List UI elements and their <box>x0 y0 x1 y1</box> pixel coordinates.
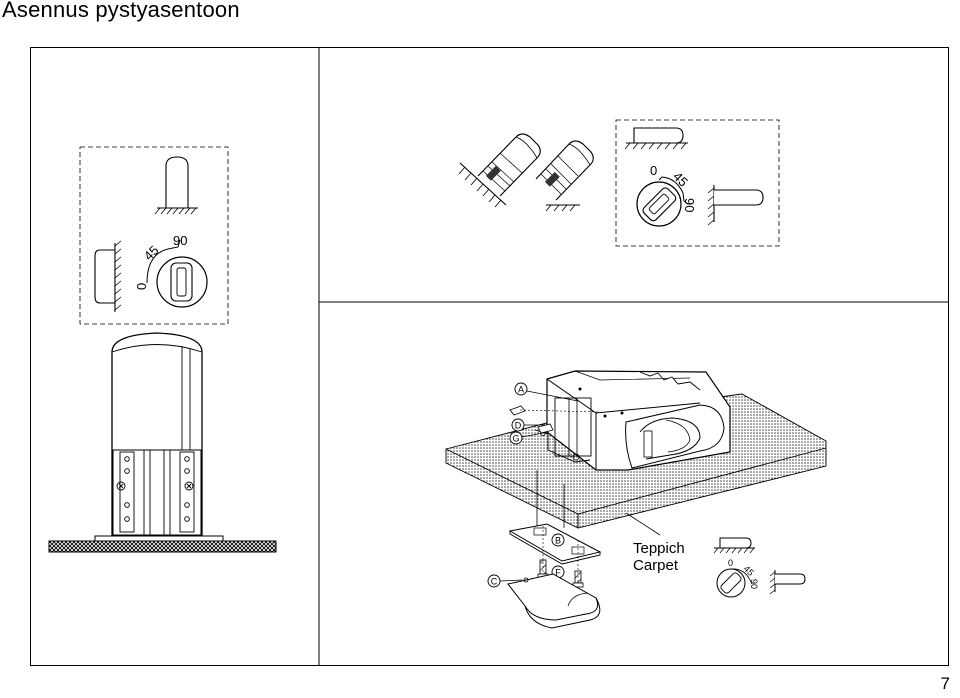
left-dial-label-0: 0 <box>134 283 149 290</box>
bottom-dial-label-90: 90 <box>749 579 759 589</box>
svg-text:G: G <box>512 434 519 444</box>
svg-text:C: C <box>491 577 498 587</box>
svg-text:B: B <box>555 536 561 546</box>
callout-a: A <box>509 382 601 416</box>
callout-b: B <box>551 533 565 547</box>
upright-unit <box>48 332 277 553</box>
svg-text:F: F <box>555 568 561 578</box>
top-right-panel: 0 45 90 <box>458 119 780 247</box>
carpet-label-de: Teppich <box>633 540 685 557</box>
page-title: Asennus pystyasentoon <box>2 0 240 22</box>
callout-g: G <box>509 423 554 445</box>
left-orientation-inset: 0 45 90 <box>79 146 229 325</box>
bottom-dial-label-0: 0 <box>728 558 733 568</box>
svg-text:A: A <box>518 385 524 395</box>
page-number: 7 <box>940 674 950 693</box>
callout-c: C <box>487 574 523 588</box>
tilted-unit-floor <box>535 140 594 212</box>
svg-text:D: D <box>515 421 522 431</box>
bottom-dial-label-45: 45 <box>742 564 756 578</box>
carpet-leader-line <box>625 512 661 536</box>
carpet-label-en: Carpet <box>633 557 679 574</box>
bottom-right-panel: A D G B <box>445 370 827 629</box>
figure-frame <box>30 47 949 666</box>
top-right-orientation-inset: 0 45 90 <box>615 119 780 247</box>
left-dial-label-90: 90 <box>173 233 187 248</box>
callout-d: D <box>511 418 545 432</box>
left-dial-label-45: 45 <box>141 242 162 263</box>
curved-bracket <box>507 573 601 629</box>
top-dial-label-90: 90 <box>682 198 697 212</box>
top-dial-label-0: 0 <box>650 163 657 178</box>
bottom-orientation-sketch: 0 45 90 <box>713 537 806 598</box>
installed-unit <box>534 370 731 471</box>
left-panel: 0 45 90 <box>48 146 277 553</box>
tilted-unit-wall <box>477 133 541 197</box>
